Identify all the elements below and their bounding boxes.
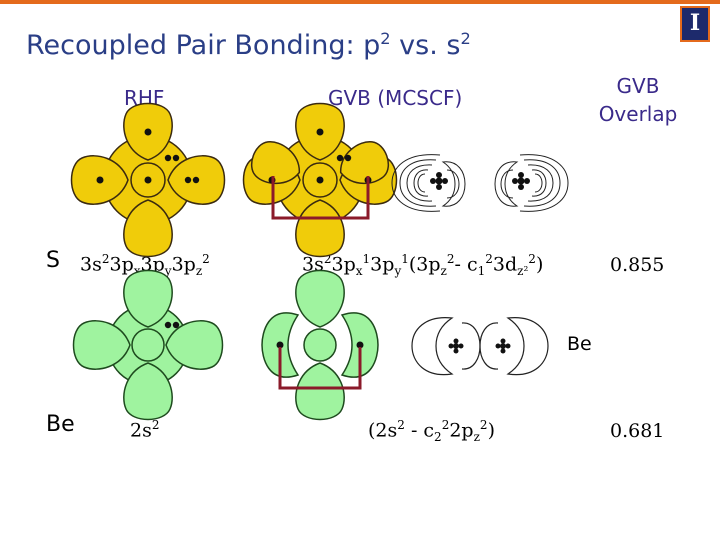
- title-text-mid: vs. s: [390, 30, 461, 61]
- university-logo: I: [680, 6, 710, 42]
- title-exponent-1: 2: [380, 29, 391, 48]
- header-gvb: GVB (MCSCF): [328, 86, 463, 110]
- header-overlap-line2: Overlap: [598, 102, 678, 126]
- header-gvb-overlap: GVB Overlap: [592, 72, 684, 128]
- beryllium-gvb-orbital: [261, 269, 379, 421]
- sulfur-contour-left: [391, 154, 466, 212]
- sulfur-gvb-configuration: 3s23px13py1(3pz2- c123dz²2): [302, 252, 544, 279]
- beryllium-contour-left: [411, 317, 481, 376]
- contour-label-be: Be: [567, 333, 592, 355]
- beryllium-gvb-configuration: (2s2 - c222pz2): [368, 418, 495, 445]
- beryllium-overlap-value: 0.681: [610, 420, 665, 442]
- sulfur-gvb-orbital: [242, 102, 398, 258]
- title-text: Recoupled Pair Bonding: p: [26, 30, 381, 61]
- beryllium-contour-right-nucleus: [495, 338, 511, 354]
- sulfur-overlap-value: 0.855: [610, 254, 665, 276]
- sulfur-pair-bracket: [271, 176, 370, 220]
- sulfur-contour-left-nucleus: [430, 172, 448, 190]
- top-accent-bar: [0, 0, 720, 4]
- beryllium-pair-bracket: [278, 347, 362, 390]
- sulfur-rhf-orbital: [70, 102, 226, 258]
- sulfur-contour-right-nucleus: [512, 172, 530, 190]
- beryllium-rhf-configuration: 2s2: [130, 418, 160, 442]
- title-exponent-2: 2: [460, 29, 471, 48]
- beryllium-rhf-orbital: [72, 269, 224, 421]
- logo-letter: I: [689, 10, 701, 36]
- beryllium-contour-right: [479, 317, 549, 376]
- beryllium-contour-left-nucleus: [448, 338, 464, 354]
- sulfur-contour-right: [494, 154, 569, 212]
- row-label-beryllium: Be: [46, 412, 75, 437]
- header-overlap-line1: GVB: [616, 74, 660, 98]
- row-label-sulfur: S: [46, 248, 60, 273]
- slide-title: Recoupled Pair Bonding: p2 vs. s2: [26, 30, 471, 61]
